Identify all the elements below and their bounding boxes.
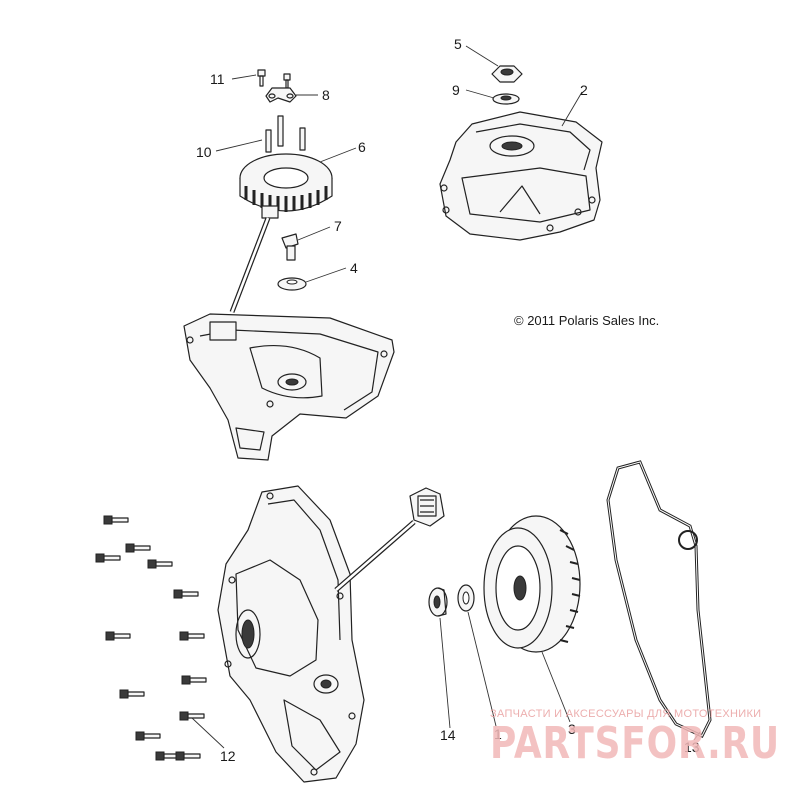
part-6-stator xyxy=(239,153,333,219)
part-5-nut xyxy=(491,65,523,83)
callout-1: 1 xyxy=(494,726,502,742)
copyright-notice: © 2011 Polaris Sales Inc. xyxy=(514,313,659,328)
part-8-bracket xyxy=(265,73,297,103)
part-9-washer xyxy=(492,93,520,105)
callout-7: 7 xyxy=(334,218,342,234)
leader-lines xyxy=(191,45,701,749)
callout-6: 6 xyxy=(358,139,366,155)
callout-labels: 11 8 10 6 7 4 5 9 2 12 14 1 3 13 xyxy=(196,36,700,764)
callout-2: 2 xyxy=(580,82,588,98)
callout-8: 8 xyxy=(322,87,330,103)
part-14-nut xyxy=(428,587,448,617)
part-10-studs xyxy=(265,115,306,153)
stator-cover-housing xyxy=(183,313,395,461)
callout-11: 11 xyxy=(210,71,225,87)
callout-4: 4 xyxy=(350,260,358,276)
watermark-subtitle: ЗАПЧАСТИ И АКСЕССУАРЫ ДЛЯ МОТОТЕХНИКИ xyxy=(490,708,761,720)
callout-14: 14 xyxy=(440,727,456,743)
callout-3: 3 xyxy=(568,721,576,737)
watermark: ЗАПЧАСТИ И АКСЕССУАРЫ ДЛЯ МОТОТЕХНИКИ PA… xyxy=(490,708,780,769)
part-1-washer xyxy=(457,584,475,612)
callout-10: 10 xyxy=(196,144,212,160)
part-2-cover xyxy=(439,111,603,241)
callout-12: 12 xyxy=(220,748,236,764)
crankcase-cover-housing xyxy=(217,485,365,783)
part-12-bolts xyxy=(95,515,207,761)
part-3-flywheel xyxy=(483,515,581,653)
callout-13: 13 xyxy=(684,739,700,755)
callout-5: 5 xyxy=(454,36,462,52)
part-13-gasket xyxy=(606,460,712,738)
speed-sensor-harness xyxy=(334,487,445,592)
part-7-plug xyxy=(281,233,299,261)
part-4-seal xyxy=(277,277,307,291)
watermark-brand: PARTSFOR.RU xyxy=(490,718,780,769)
part-11-screw xyxy=(257,69,266,87)
callout-9: 9 xyxy=(452,82,460,98)
